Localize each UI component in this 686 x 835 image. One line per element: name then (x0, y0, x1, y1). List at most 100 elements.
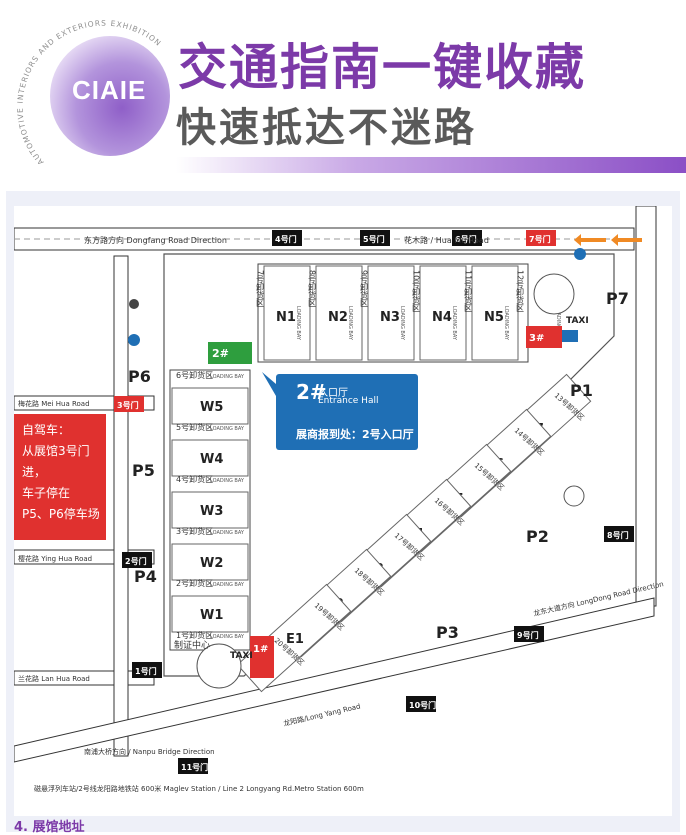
loading-bay-label: LOADING BAY (210, 426, 245, 432)
road-longyang: 龙阳路/Long Yang Road (282, 701, 361, 727)
callout-num: 2# (296, 380, 327, 404)
cert-center-label: 制证中心 (174, 639, 210, 651)
gate-5 (360, 230, 390, 246)
hall-label: E1 (286, 632, 304, 647)
loading-bay-label: LOADING BAY (503, 306, 509, 341)
loading-zone-label: 3号卸货区 (176, 526, 213, 536)
gate-label: 3号门 (117, 400, 139, 410)
taxi-label-west: TAXI (230, 651, 253, 661)
venue-map: N1 N2 N3 N4 N5 7号卸货区 LOADING BAY 8号卸货区 LOADING B… (14, 206, 672, 816)
road-meihua: 梅花路 Mei Hua Road (18, 399, 90, 408)
self-drive-line: 自驾车： (22, 423, 71, 437)
gate-label: 2号门 (125, 556, 147, 566)
hall-N1 (263, 265, 311, 361)
gate-label: 8号门 (607, 530, 629, 540)
road-lanhua: 兰花路 Lan Hua Road (18, 674, 90, 683)
gate-label: 6号门 (455, 234, 477, 244)
loading-bay-label: LOADING BAY (210, 634, 245, 640)
gate-label: 10号门 (409, 700, 436, 710)
hall-label: N4 (432, 310, 452, 325)
hall-label: W4 (200, 452, 223, 467)
gate-label: 11号门 (181, 762, 208, 772)
hall-W4 (171, 439, 249, 477)
self-drive-note: 自驾车： 从展馆3号门进， 车子停在 P5、P6停车场 (14, 414, 106, 540)
hall-W1 (171, 595, 249, 633)
gate-3 (114, 396, 144, 412)
hall-label: N3 (380, 310, 400, 325)
hall-label: W5 (200, 400, 223, 415)
loading-zone-label: 7号卸货区 (256, 270, 265, 307)
loading-zone-label: 4号卸货区 (176, 474, 213, 484)
loading-zone-label: 2号卸货区 (176, 578, 213, 588)
logo-text: CIAIE (72, 75, 147, 105)
gate-label: 4号门 (275, 234, 297, 244)
entrance-3-tag: 3# (529, 333, 544, 344)
gate-7 (526, 230, 556, 246)
hall-label: W3 (200, 504, 223, 519)
loading-bay-label: LOADING BAY (451, 306, 457, 341)
loading-zone-label: 6号卸货区 (176, 370, 213, 380)
loading-bay-label: LOADING BAY (210, 374, 245, 380)
metro-note: 磁悬浮列车站/2号线龙阳路地铁站 600米 Maglev Station / L… (34, 784, 364, 793)
hall-label: W1 (200, 608, 223, 623)
hall-label: N2 (328, 310, 348, 325)
hall-W5 (171, 387, 249, 425)
entrance-2-tag: 2# (212, 347, 229, 360)
hall-W3 (171, 491, 249, 529)
gate-11 (178, 758, 208, 774)
gate-9 (514, 626, 544, 642)
road-yinghua: 樱花路 Ying Hua Road (18, 554, 92, 563)
self-drive-line: P5、P6停车场 (22, 507, 100, 521)
loading-zone-label: 9号卸货区 (360, 270, 369, 307)
page-title: 交通指南一键收藏 (178, 39, 587, 96)
gate-label: 7号门 (529, 234, 551, 244)
gate-label: 5号门 (363, 234, 385, 244)
self-drive-line: 从展馆3号门进， (22, 444, 90, 479)
bus-icon (128, 334, 140, 346)
hall-N5 (471, 265, 519, 361)
footer-heading: 4. 展馆地址 (14, 820, 85, 835)
loading-bay-label: LOADING BAY (210, 530, 245, 536)
parking-p4: P4 (134, 567, 157, 586)
gate-8 (604, 526, 634, 542)
loading-bay-label: LOADING BAY (347, 306, 353, 341)
gate-label: 9号门 (517, 630, 539, 640)
loading-bay-label: LOADING BAY (555, 306, 561, 341)
loading-bay-label: LOADING BAY (295, 306, 301, 341)
parking-p3: P3 (436, 623, 459, 642)
loading-zone-label: 12号卸货区 (516, 270, 525, 312)
loading-bay-label: LOADING BAY (210, 582, 245, 588)
entrance-2-callout: 2# 入口厅 Entrance Hall 展商报到处：2号入口厅 (276, 374, 418, 450)
callout-line3: 展商报到处：2号入口厅 (296, 428, 414, 441)
hall-label: W2 (200, 556, 223, 571)
hall-N4 (419, 265, 467, 361)
bus-icon (574, 248, 586, 260)
gate-6 (452, 230, 482, 246)
callout-line2: Entrance Hall (318, 396, 379, 406)
entrance-1-tag: 1# (253, 644, 268, 655)
road-nanpu: 南浦大桥方向 / Nanpu Bridge Direction (84, 747, 215, 756)
loading-zone-label: 10号卸货区 (412, 270, 421, 312)
loading-zone-label: 11号卸货区 (464, 270, 473, 312)
loading-bay-label: LOADING BAY (399, 306, 405, 341)
loading-zone-label: 5号卸货区 (176, 422, 213, 432)
parking-p7: P7 (606, 289, 629, 308)
parking-p1: P1 (570, 381, 593, 400)
logo-circle (50, 36, 170, 156)
metro-icon (129, 299, 139, 309)
loading-bay-label: LOADING BAY (210, 478, 245, 484)
road-huamu: 花木路 / Hua Mu Road (404, 235, 489, 245)
self-drive-line: 车子停在 (22, 486, 71, 500)
hall-label: N5 (484, 310, 504, 325)
hall-label: N1 (276, 310, 296, 325)
gate-10 (406, 696, 436, 712)
hall-W2 (171, 543, 249, 581)
loading-zone-label: 1号卸货区 (176, 630, 213, 640)
parking-p5: P5 (132, 461, 155, 480)
loading-zone-label: 8号卸货区 (308, 270, 317, 307)
header: AUTOMOTIVE INTERIORS AND EXTERIORS EXHIB… (0, 0, 686, 180)
gate-1 (132, 662, 162, 678)
callout-line1: 入口厅 (318, 388, 348, 399)
road-dongfang: 东方路方向 Dongfang Road Direction (84, 235, 227, 245)
parking-p6: P6 (128, 367, 151, 386)
